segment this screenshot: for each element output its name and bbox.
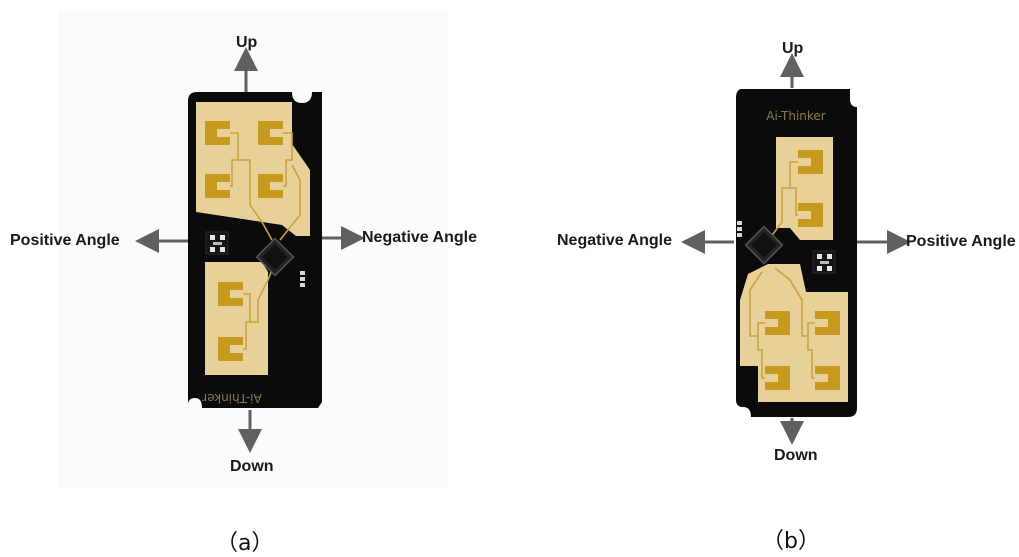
- led-component-a: [205, 231, 229, 255]
- figure-b: Ai-Thinker: [681, 53, 911, 445]
- label-up-b: Up: [782, 40, 804, 57]
- board-brand-text-a: Ai-Thinker: [202, 391, 262, 405]
- figure-a: Ai-Thinker: [135, 47, 365, 453]
- caption-a: （a）: [216, 531, 274, 556]
- label-positive-angle-b: Positive Angle: [906, 233, 1016, 250]
- label-down-a: Down: [230, 458, 274, 475]
- small-pads-b: [737, 221, 742, 237]
- traces-b: [749, 161, 815, 379]
- board-brand-text-b: Ai-Thinker: [766, 109, 826, 123]
- label-down-b: Down: [774, 447, 818, 464]
- label-negative-angle-b: Negative Angle: [557, 232, 672, 249]
- caption-b: （b）: [762, 529, 820, 554]
- traces-a: [230, 132, 301, 350]
- patch-notches-top-b: [798, 158, 811, 219]
- led-component-b: [812, 250, 836, 274]
- patch-notches-top-a: [217, 129, 283, 190]
- label-up-a: Up: [236, 34, 258, 51]
- small-pads-a: [300, 271, 305, 287]
- label-positive-angle-a: Positive Angle: [10, 232, 120, 249]
- patch-notches-bottom-b: [765, 319, 828, 382]
- patch-notches-bottom-a: [230, 290, 243, 353]
- label-negative-angle-a: Negative Angle: [362, 229, 477, 246]
